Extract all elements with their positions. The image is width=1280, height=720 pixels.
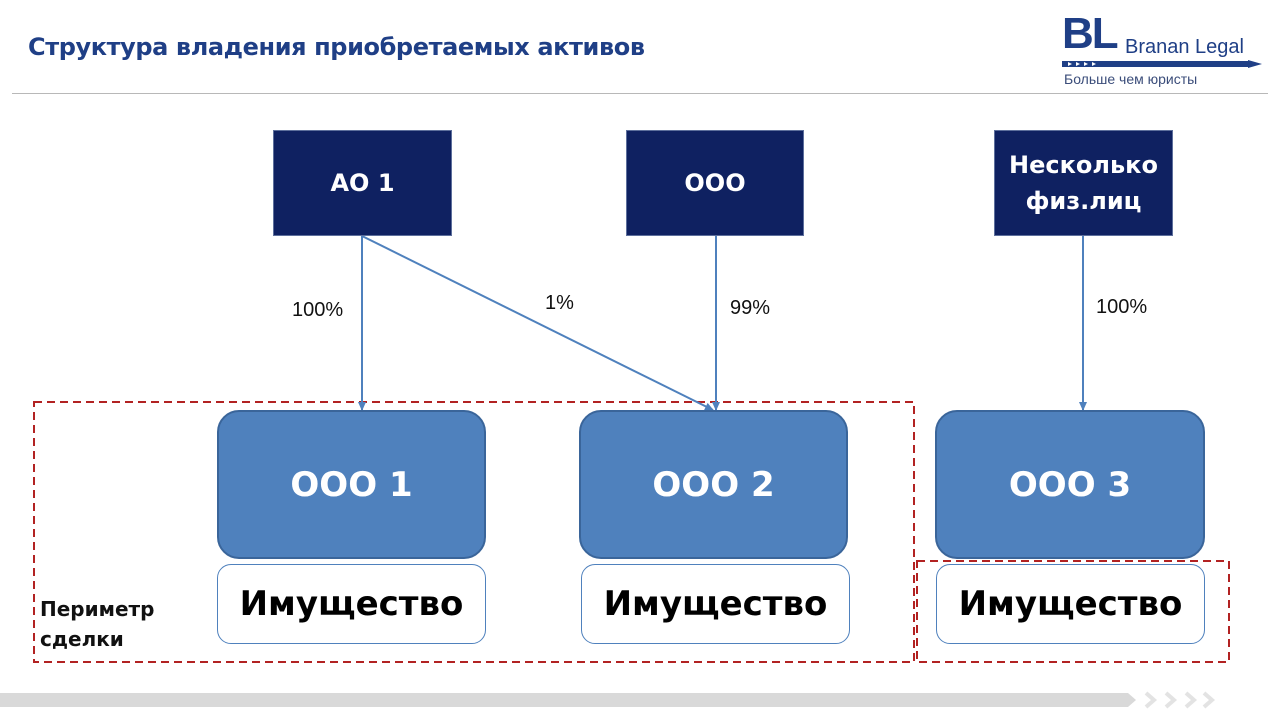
asset-ooo3-label: Имущество bbox=[958, 584, 1183, 624]
logo-arrow-bar-icon bbox=[1062, 60, 1262, 68]
share-individuals-ooo3: 100% bbox=[1096, 296, 1148, 318]
owner-ooo-label: ООО bbox=[684, 169, 746, 197]
company-logo: BL Branan Legal Больше чем юристы bbox=[1062, 10, 1268, 90]
owner-ao1-label: АО 1 bbox=[330, 169, 395, 197]
slide-title: Структура владения приобретаемых активов bbox=[28, 33, 645, 61]
edge-ao1-ooo2 bbox=[361, 235, 714, 411]
logo-mark: BL bbox=[1062, 9, 1119, 58]
asset-ooo1-label: Имущество bbox=[239, 584, 464, 624]
share-ao1-ooo1: 100% bbox=[292, 299, 344, 321]
owner-ao1-box: АО 1 bbox=[273, 130, 452, 236]
header-divider bbox=[12, 93, 1268, 94]
asset-ooo2-label: Имущество bbox=[603, 584, 828, 624]
owner-individuals-box: Несколько физ.лиц bbox=[994, 130, 1173, 236]
company-ooo3: ООО 3 bbox=[935, 410, 1205, 559]
owner-individuals-label-line2: физ.лиц bbox=[1025, 187, 1142, 215]
logo-tagline: Больше чем юристы bbox=[1064, 71, 1198, 87]
asset-ooo1: Имущество bbox=[217, 564, 486, 644]
owner-ooo-box: ООО bbox=[626, 130, 804, 236]
deal-perimeter-label-line2: сделки bbox=[40, 627, 124, 651]
deal-perimeter-border bbox=[33, 401, 915, 663]
excluded-asset-border bbox=[916, 560, 1230, 663]
company-ooo3-label: ООО 3 bbox=[1008, 464, 1132, 505]
share-ooo-ooo2: 99% bbox=[730, 297, 771, 319]
owner-individuals-label-line1: Несколько bbox=[1009, 151, 1158, 179]
asset-ooo2: Имущество bbox=[581, 564, 850, 644]
company-ooo1-label: ООО 1 bbox=[290, 464, 413, 505]
deal-perimeter-label: Периметр сделки bbox=[40, 594, 154, 654]
share-ao1-ooo2: 1% bbox=[545, 292, 574, 314]
logo-name: Branan Legal bbox=[1125, 36, 1244, 58]
footer-arrow-bar bbox=[0, 691, 1216, 709]
deal-perimeter-label-line1: Периметр bbox=[40, 597, 155, 621]
company-ooo2: ООО 2 bbox=[579, 410, 848, 559]
company-ooo2-label: ООО 2 bbox=[652, 464, 775, 505]
company-ooo1: ООО 1 bbox=[217, 410, 486, 559]
asset-ooo3: Имущество bbox=[936, 564, 1205, 644]
